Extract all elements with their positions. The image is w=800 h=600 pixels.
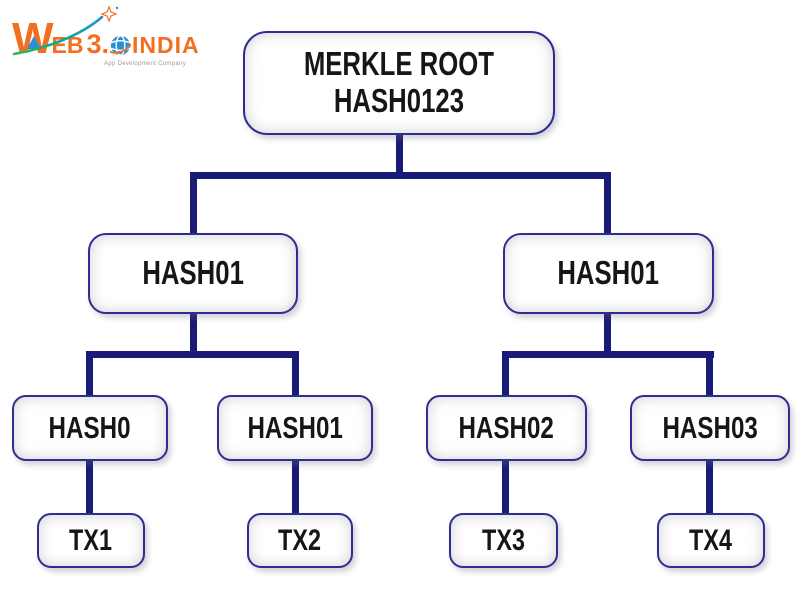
node-hash01-leaf: HASH01	[217, 395, 373, 461]
hash01-left-label: HASH01	[142, 254, 244, 292]
edge-stem-tx4	[706, 460, 713, 514]
node-hash01-left: HASH01	[88, 233, 298, 314]
tx3-label: TX3	[482, 523, 525, 557]
edge-right-branch-stem	[604, 313, 611, 358]
edge-drop-hash03	[706, 351, 713, 397]
edge-level1-drop-left	[190, 172, 197, 234]
edge-left-branch-stem	[190, 313, 197, 358]
logo-number: 3.	[86, 29, 110, 59]
node-hash01-right: HASH01	[503, 233, 714, 314]
node-tx2: TX2	[247, 513, 353, 568]
tx1-label: TX1	[69, 523, 113, 557]
logo-letters-eb: EB	[51, 32, 84, 58]
merkle-root-line2: HASH0123	[333, 82, 465, 119]
hash03-label: HASH03	[662, 409, 758, 445]
edge-stem-tx3	[502, 460, 509, 514]
node-hash02: HASH02	[426, 395, 587, 461]
merkle-root-label: MERKLE ROOT HASH0123	[303, 45, 495, 120]
hash01-right-label: HASH01	[557, 254, 660, 292]
node-tx1: TX1	[37, 513, 145, 568]
edge-stem-tx1	[86, 460, 93, 514]
hash0-label: HASH0	[49, 409, 131, 445]
hash02-label: HASH02	[458, 409, 555, 445]
tx2-label: TX2	[278, 523, 322, 557]
edge-level1-drop-right	[604, 172, 611, 234]
node-merkle-root: MERKLE ROOT HASH0123	[243, 31, 555, 135]
merkle-root-line1: MERKLE ROOT	[303, 45, 495, 83]
edge-right-branch-bar	[502, 351, 714, 358]
edge-stem-tx2	[292, 460, 299, 514]
edge-left-branch-bar	[86, 351, 299, 358]
hash01-leaf-label: HASH01	[247, 409, 343, 445]
edge-drop-hash01-leaf	[292, 351, 299, 397]
node-hash0: HASH0	[12, 395, 168, 461]
tx4-label: TX4	[689, 523, 733, 557]
edge-drop-hash02	[502, 351, 509, 397]
logo-tagline: App Development Company	[104, 61, 186, 67]
edge-level1-bar	[190, 172, 611, 179]
logo-india-text: INDIA	[132, 32, 200, 58]
node-hash03: HASH03	[630, 395, 790, 461]
logo-triangle-accent	[27, 36, 41, 49]
node-tx3: TX3	[449, 513, 558, 568]
edge-drop-hash0	[86, 351, 93, 397]
globe-zero-icon	[108, 35, 133, 56]
node-tx4: TX4	[657, 513, 765, 568]
edge-root-stem	[396, 134, 403, 176]
